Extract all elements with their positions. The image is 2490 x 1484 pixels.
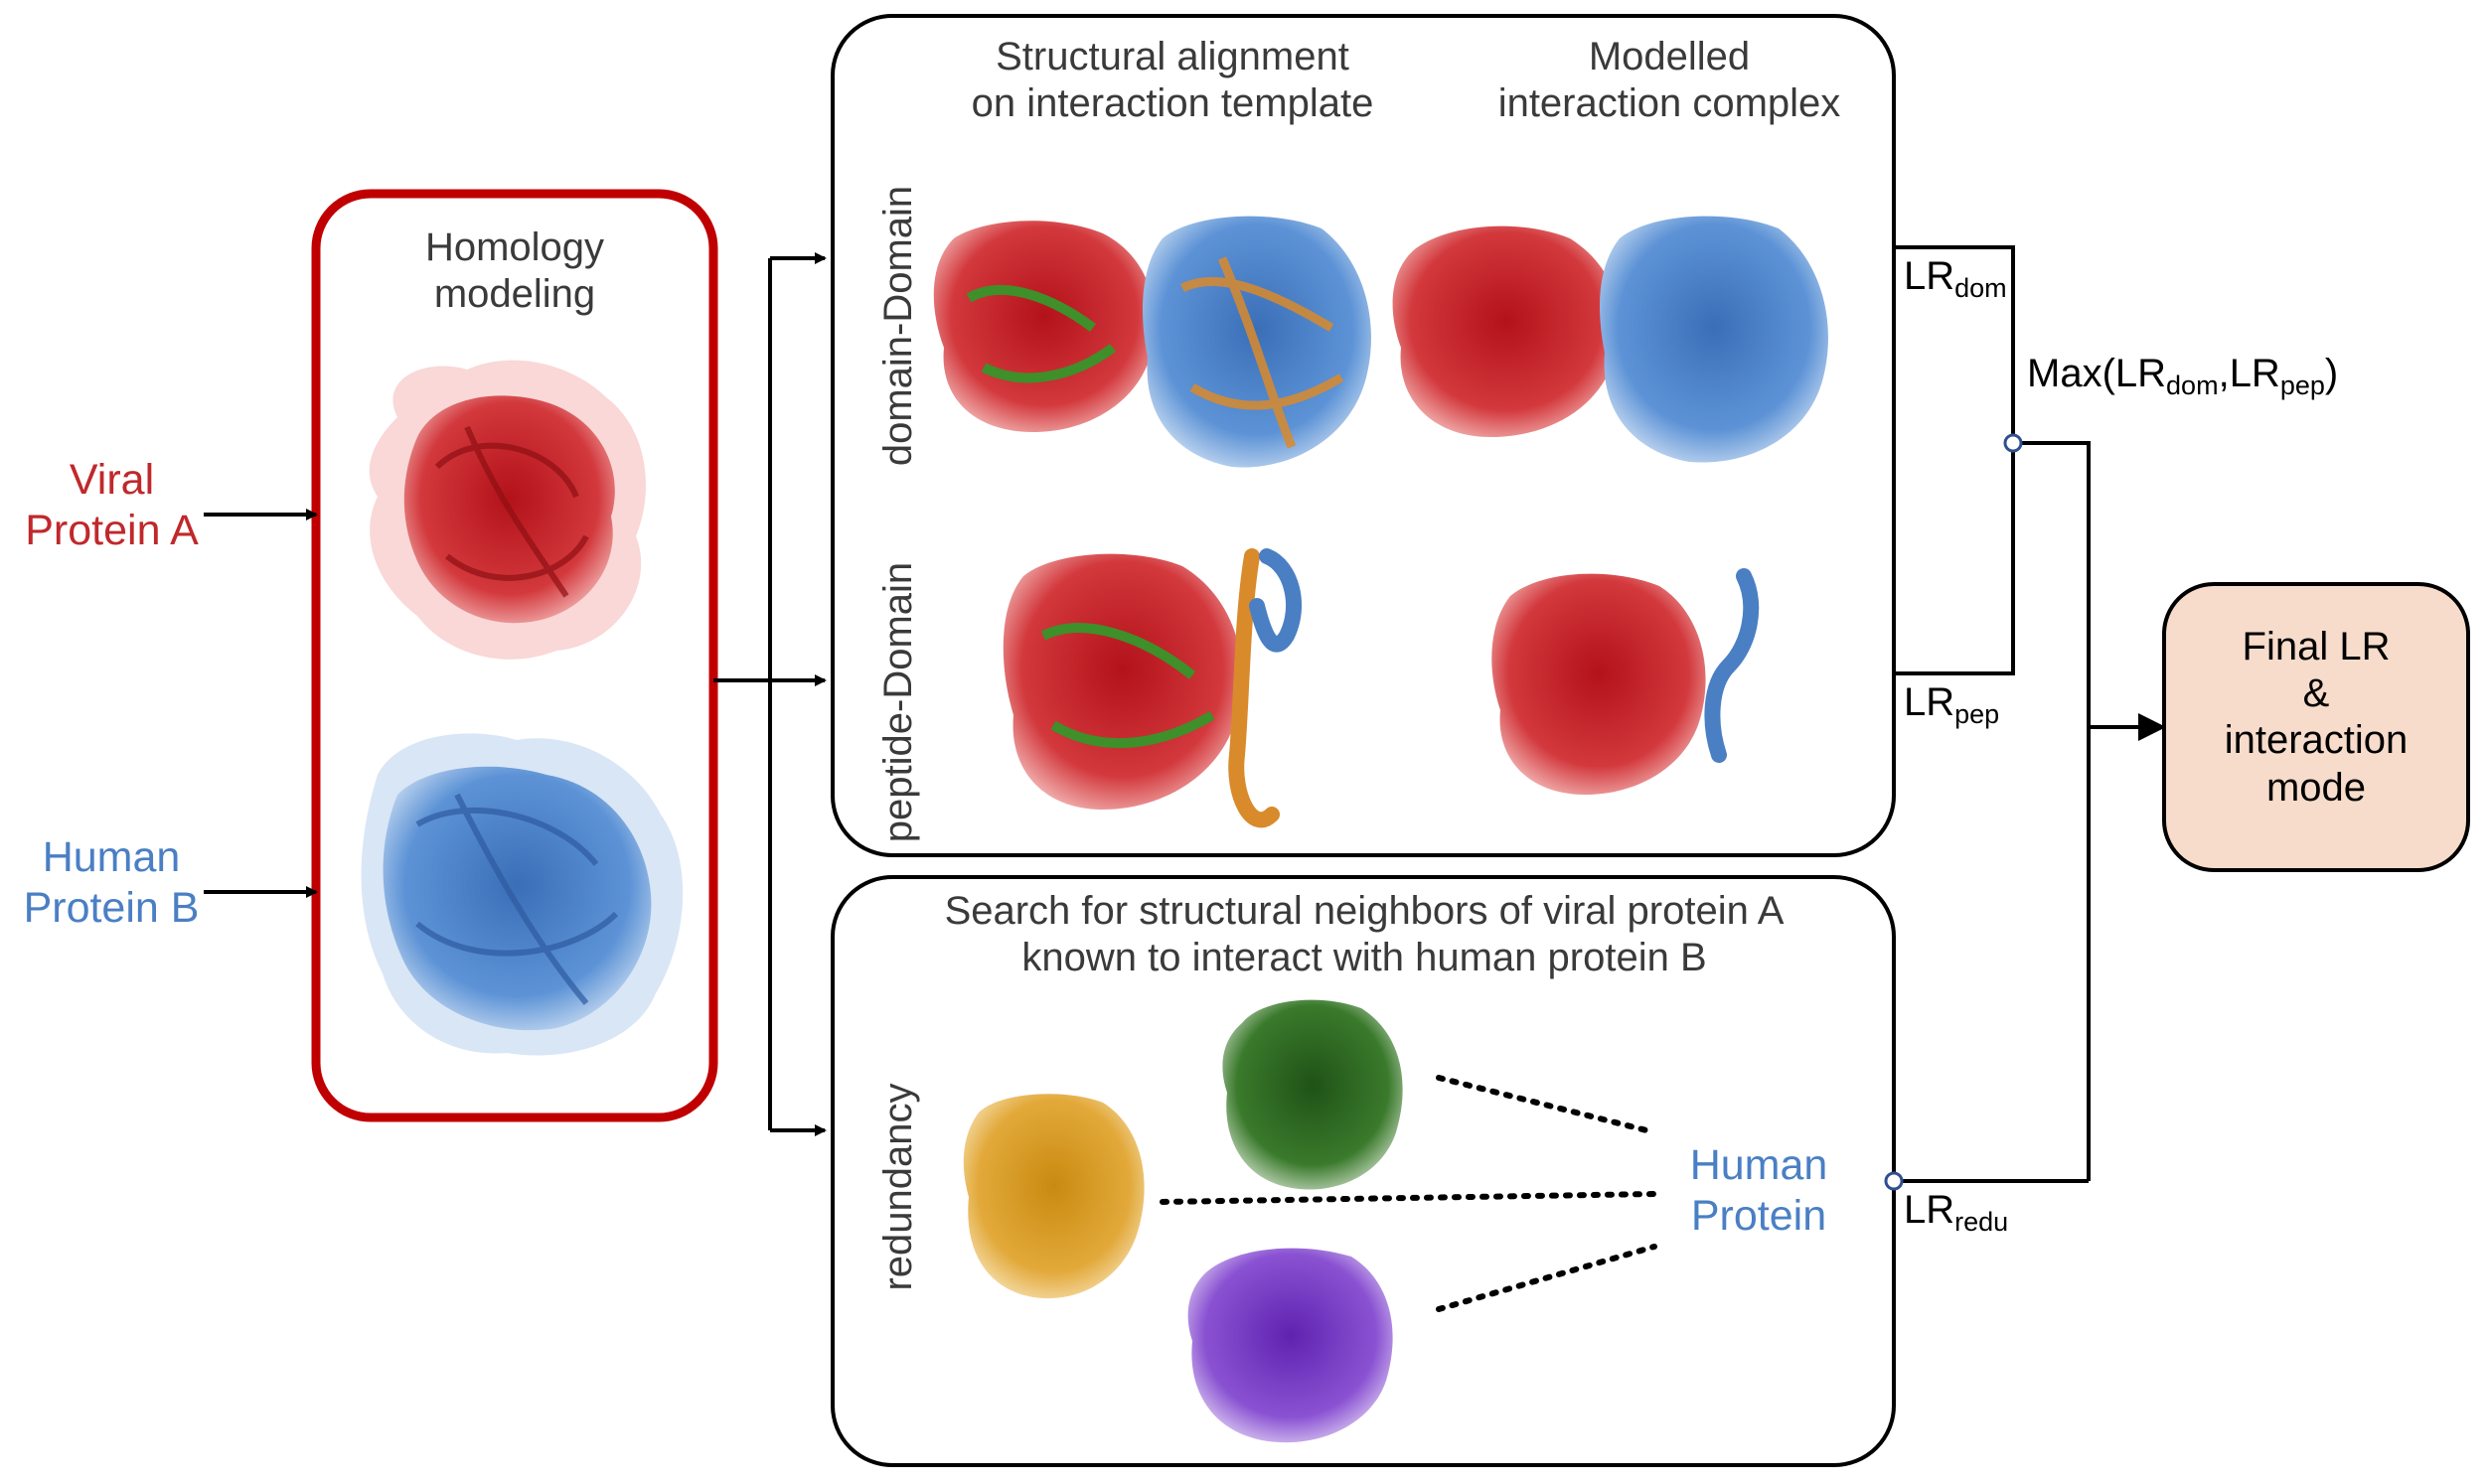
human-protein-target: Human Protein	[1689, 1141, 1828, 1240]
lr-pep-label: LRpep	[1904, 680, 2000, 729]
protein-structure-red	[933, 221, 1156, 432]
dotted-line-green	[1436, 1075, 1657, 1135]
lr-redu-label: LRredu	[1904, 1188, 2009, 1237]
domain-domain-label: domain-Domain	[876, 185, 920, 467]
protein-structure-red	[1392, 225, 1620, 437]
redundancy-label: redundancy	[876, 1083, 920, 1291]
human-protein-label: Human Protein B	[23, 833, 200, 932]
final-label: Final LR & interaction mode	[2224, 625, 2409, 810]
connector-max-to-combiner	[2013, 441, 2091, 1181]
lr-dom-label: LRdom	[1904, 254, 2007, 303]
dotted-line-purple	[1436, 1244, 1657, 1312]
redundancy-panel-box	[831, 875, 1896, 1467]
protein-structure-blue	[361, 733, 684, 1056]
protein-structure-blue	[1600, 216, 1828, 463]
homology-title: Homology modeling	[424, 225, 605, 317]
viral-protein-label: Viral Protein A	[25, 456, 199, 554]
node-redu	[1884, 1171, 1904, 1191]
protein-structure-red	[369, 360, 646, 660]
bracket-lr-dom-pep	[1894, 245, 2015, 675]
protein-structure-yellow	[963, 1094, 1145, 1299]
protein-structure-blue	[1143, 216, 1371, 468]
dotted-line-yellow	[1160, 1191, 1657, 1205]
complex-column-title: Modelled interaction complex	[1497, 35, 1841, 126]
peptide-domain-label: peptide-Domain	[876, 561, 920, 843]
protein-structure-red	[1491, 573, 1706, 795]
homology-box	[311, 189, 718, 1122]
template-panel-box	[831, 14, 1896, 857]
protein-structure-purple	[1187, 1248, 1393, 1443]
redundancy-title: Search for structural neighbors of viral…	[944, 889, 1785, 980]
protein-structure-green	[1222, 999, 1403, 1190]
peptide-orange	[1228, 548, 1280, 828]
max-lr-label: Max(LRdom,LRpep)	[2027, 352, 2339, 400]
alignment-column-title: Structural alignment on interaction temp…	[971, 35, 1374, 126]
peptide-blue	[1704, 568, 1760, 763]
protein-structure-red	[1003, 553, 1242, 810]
peptide-blue	[1249, 548, 1302, 653]
node-max	[2003, 433, 2023, 453]
